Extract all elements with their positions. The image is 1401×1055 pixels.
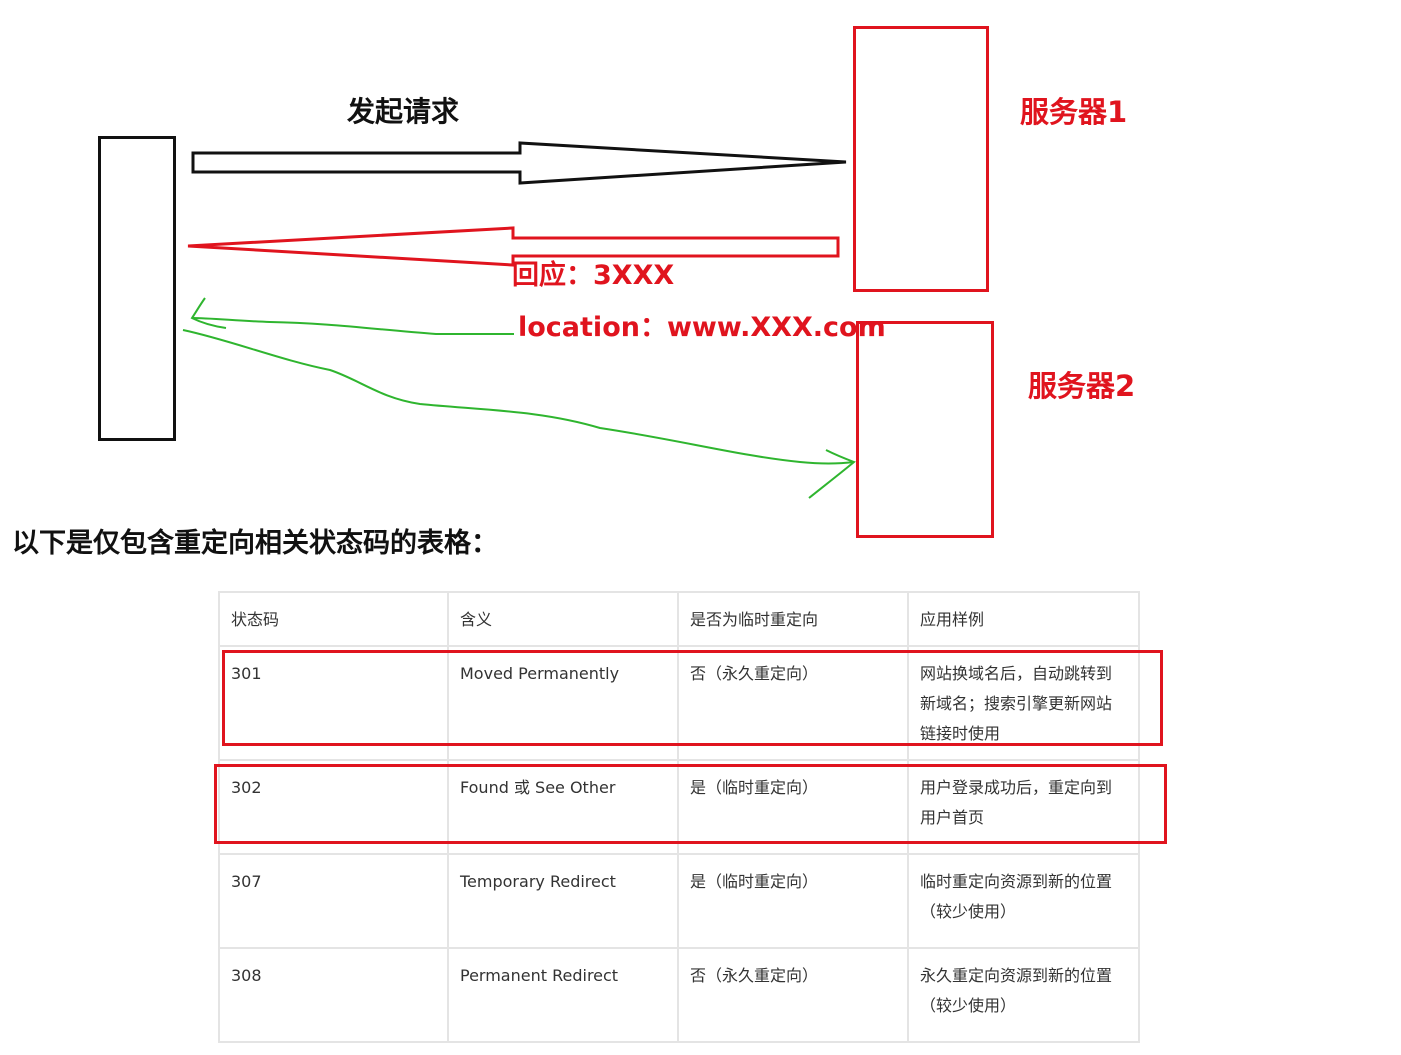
cell-example: 永久重定向资源到新的位置（较少使用）	[907, 947, 1140, 1043]
cell-meaning: Temporary Redirect	[447, 853, 679, 949]
highlight-302	[214, 764, 1167, 844]
cell-temporary: 否（永久重定向）	[677, 645, 909, 761]
request-arrow	[191, 141, 847, 185]
table-heading: 以下是仅包含重定向相关状态码的表格：	[12, 528, 498, 559]
server1-box	[853, 26, 989, 292]
server1-label: 服务器1	[1020, 95, 1128, 129]
table-row: 302 Found 或 See Other 是（临时重定向） 用户登录成功后，重…	[218, 759, 1140, 855]
location-arrow-head	[190, 297, 227, 329]
cell-code: 307	[218, 853, 449, 949]
header-status-code: 状态码	[218, 591, 449, 647]
table-row: 301 Moved Permanently 否（永久重定向） 网站换域名后，自动…	[218, 645, 1140, 761]
cell-code: 308	[218, 947, 449, 1043]
highlight-301	[222, 650, 1163, 746]
header-meaning: 含义	[447, 591, 679, 647]
table-row: 307 Temporary Redirect 是（临时重定向） 临时重定向资源到…	[218, 853, 1140, 949]
cell-code: 301	[218, 645, 449, 761]
location-label: location：www.XXX.com	[518, 312, 886, 343]
redirect-arrow-head	[808, 449, 856, 499]
response-arrow	[187, 226, 840, 267]
server2-box	[856, 321, 994, 538]
cell-example: 临时重定向资源到新的位置（较少使用）	[907, 853, 1140, 949]
cell-meaning: Moved Permanently	[447, 645, 679, 761]
server2-label: 服务器2	[1028, 369, 1136, 403]
cell-example: 用户登录成功后，重定向到用户首页	[907, 759, 1140, 855]
cell-temporary: 否（永久重定向）	[677, 947, 909, 1043]
table-row: 308 Permanent Redirect 否（永久重定向） 永久重定向资源到…	[218, 947, 1140, 1043]
request-label: 发起请求	[347, 95, 460, 128]
cell-meaning: Permanent Redirect	[447, 947, 679, 1043]
cell-example: 网站换域名后，自动跳转到新域名；搜索引擎更新网站链接时使用	[907, 645, 1140, 761]
header-example: 应用样例	[907, 591, 1140, 647]
redirect-arrow	[182, 329, 855, 465]
cell-meaning: Found 或 See Other	[447, 759, 679, 855]
location-arrow	[191, 317, 514, 335]
response-label: 回应：3XXX	[512, 260, 675, 291]
header-temporary: 是否为临时重定向	[677, 591, 909, 647]
status-code-table: 状态码 含义 是否为临时重定向 应用样例 301 Moved Permanent…	[218, 591, 1140, 1043]
table-header-row: 状态码 含义 是否为临时重定向 应用样例	[218, 591, 1140, 647]
cell-code: 302	[218, 759, 449, 855]
cell-temporary: 是（临时重定向）	[677, 853, 909, 949]
cell-temporary: 是（临时重定向）	[677, 759, 909, 855]
client-box	[98, 136, 176, 441]
